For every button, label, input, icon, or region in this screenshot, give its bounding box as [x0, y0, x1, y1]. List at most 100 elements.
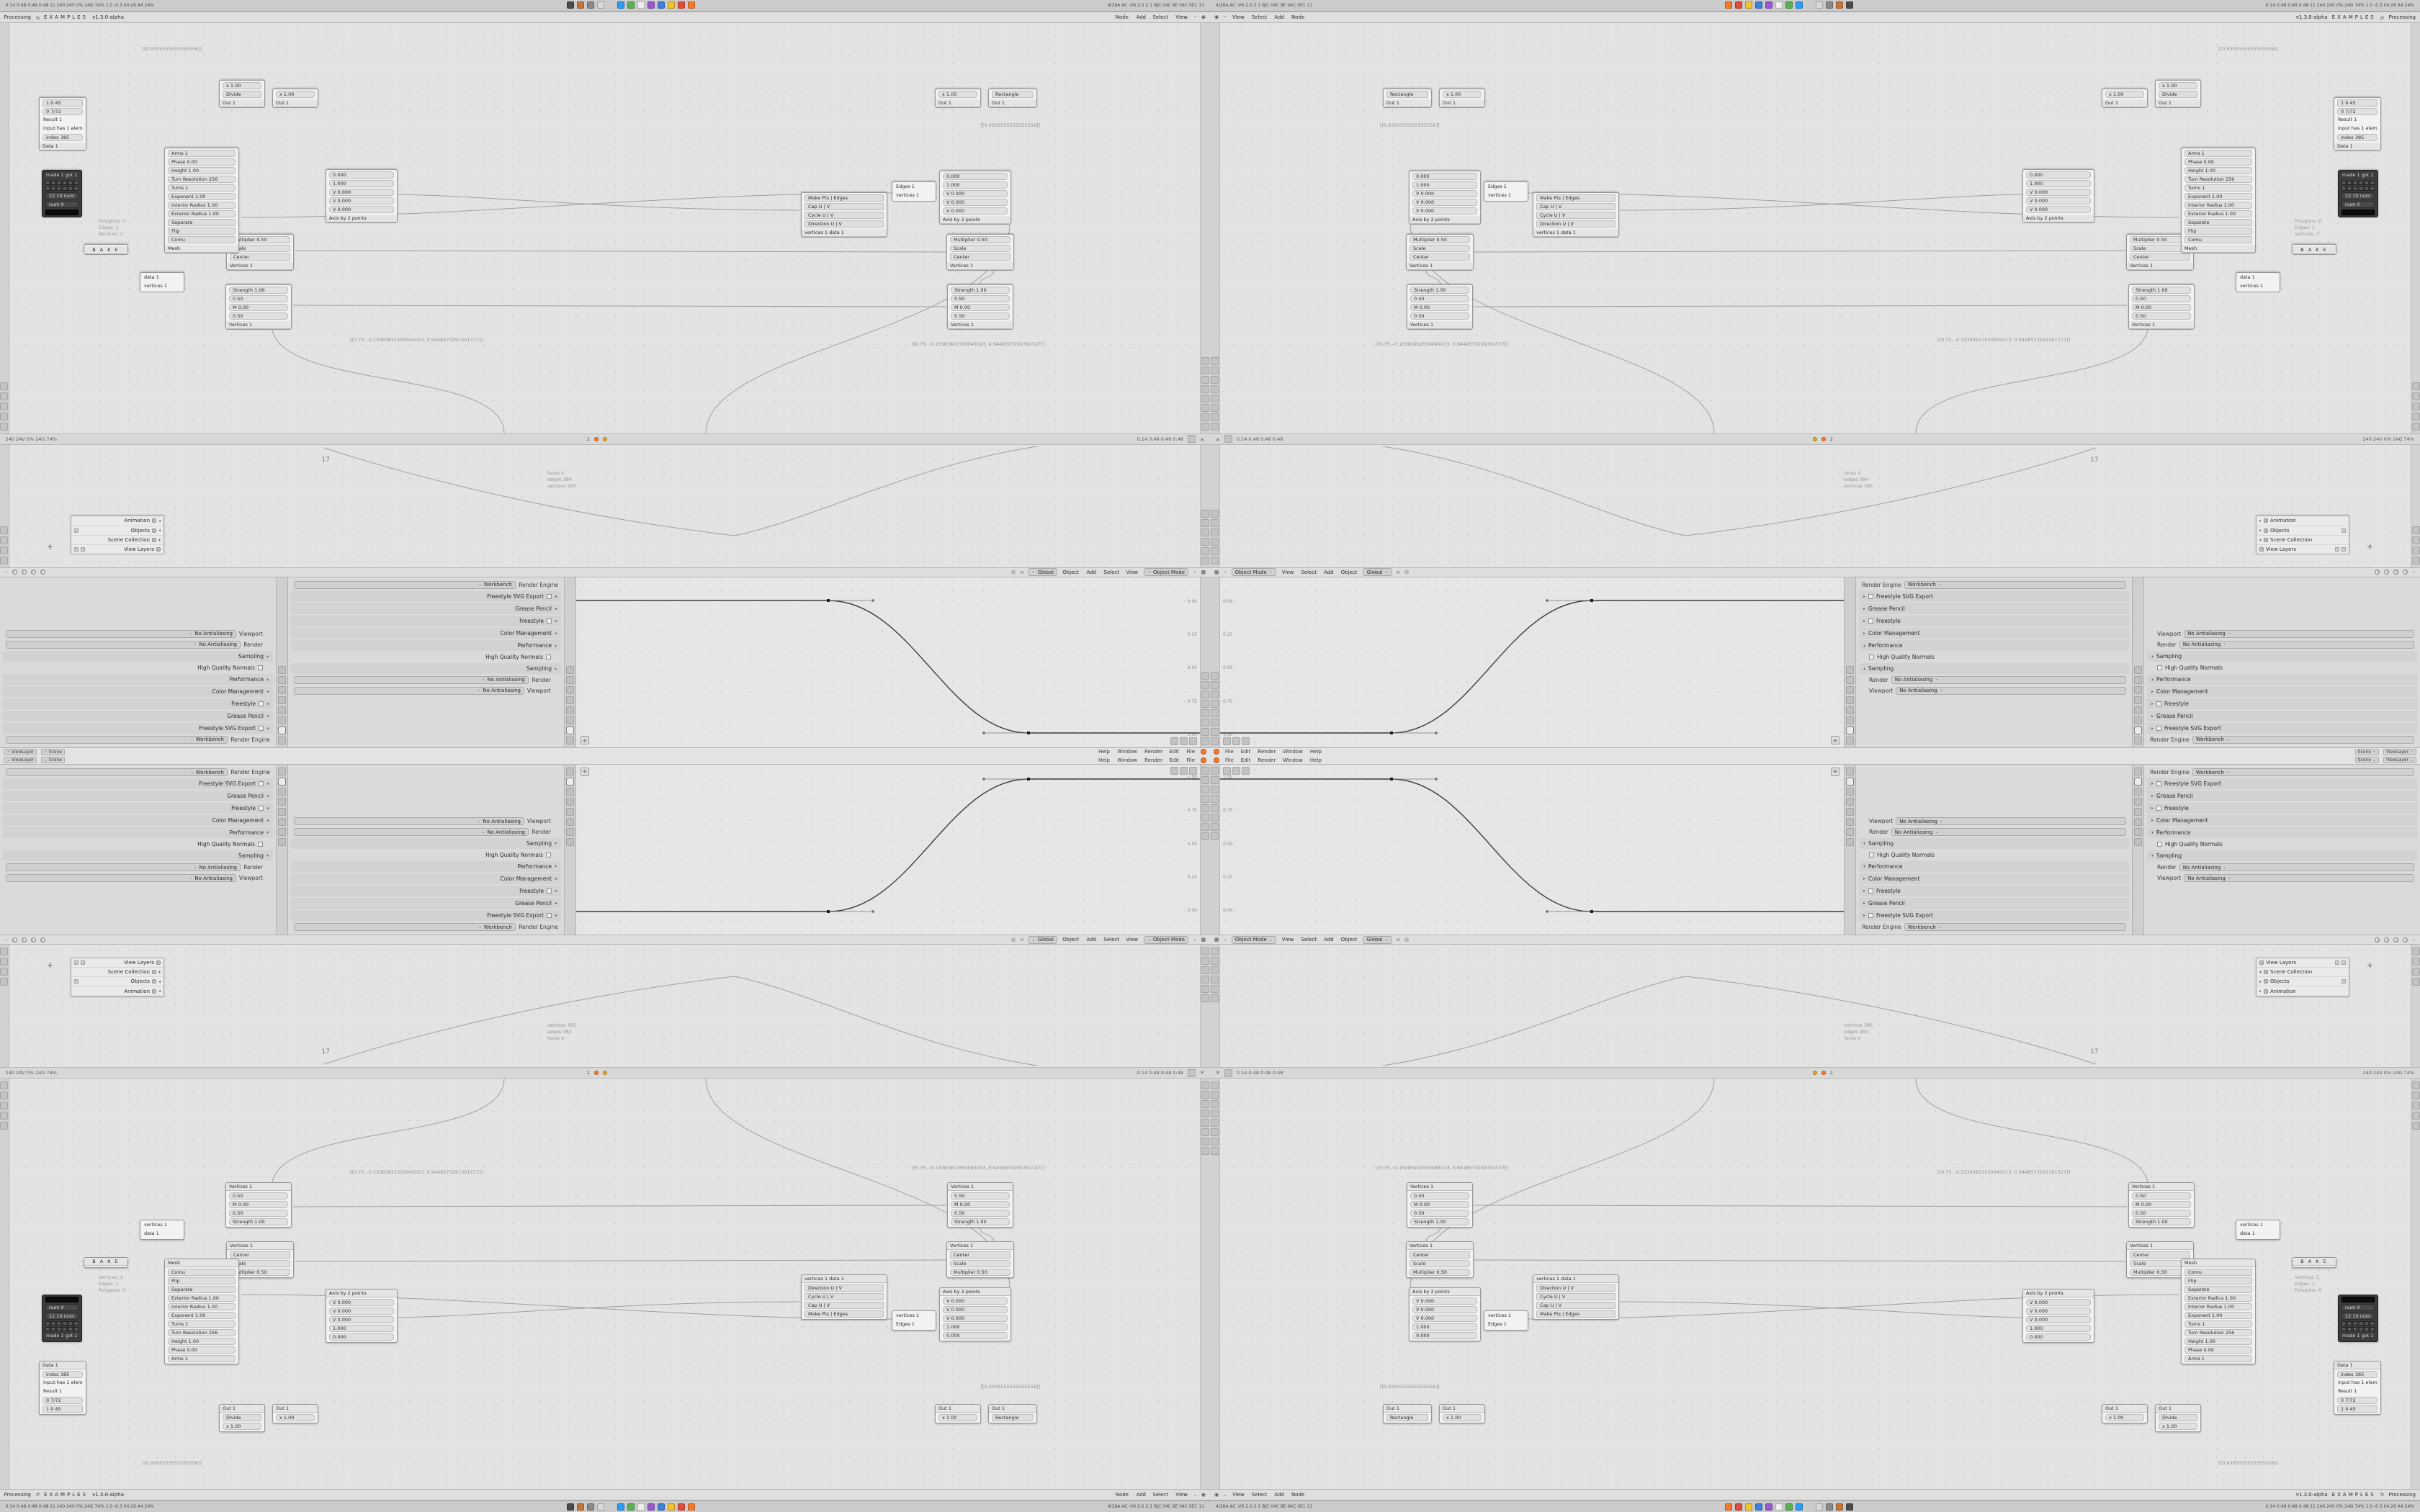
node-editor-icon[interactable]: ◉	[1201, 14, 1206, 20]
proportional-edit-icon[interactable]: ◎	[1010, 937, 1016, 942]
tool-button[interactable]	[1211, 728, 1219, 736]
node-title[interactable]: Out 1	[1384, 1405, 1431, 1413]
node-vertices-data[interactable]: vertices 1 data 1	[2236, 1220, 2280, 1240]
add-view-icon[interactable]: +	[581, 768, 589, 776]
bake-button[interactable]: B A K E	[84, 246, 127, 254]
tool-button[interactable]	[1201, 719, 1209, 726]
menu-object[interactable]: Object	[1340, 570, 1358, 575]
menu-add[interactable]: Add	[1324, 937, 1334, 942]
properties-tab-data-icon[interactable]	[1846, 838, 1854, 846]
node-title[interactable]: Axis by 2 points	[326, 1290, 397, 1297]
node-title[interactable]: Vertices 1	[1407, 262, 1473, 270]
tool-button[interactable]	[1201, 376, 1209, 384]
node-axis-by-2-points[interactable]: Axis by 2 points V 0.000 V 0.000 V 0.000…	[1409, 171, 1481, 225]
tool-button[interactable]	[1211, 1119, 1219, 1127]
add-view-icon[interactable]: +	[1831, 736, 1839, 744]
app-browser-icon[interactable]	[1734, 1503, 1742, 1511]
tray-icon[interactable]	[587, 1, 595, 9]
node-title[interactable]: Axis by 2 points	[1410, 1288, 1480, 1296]
add-view-icon[interactable]: +	[1831, 768, 1839, 776]
node-title[interactable]: Out 1	[220, 1405, 264, 1413]
menu-view[interactable]: View	[1126, 937, 1139, 942]
section-freestyle[interactable]: ▸Freestyle	[3, 698, 273, 709]
menu-view[interactable]: View	[1281, 937, 1294, 942]
node-axis-by-2-points[interactable]: Axis by 2 points V 0.000 V 0.000 V 0.000…	[326, 1289, 398, 1343]
node-field[interactable]: Exterior Radius 1.00	[168, 210, 236, 217]
sampling-viewport-dropdown[interactable]: No Antialiasing⌄	[2184, 874, 2414, 882]
node-title[interactable]: Out 1	[2102, 99, 2147, 107]
node-title[interactable]: vertices 1 data 1	[1533, 1275, 1618, 1283]
sidebar-tab[interactable]	[0, 1081, 9, 1089]
checkbox-icon[interactable]	[2156, 701, 2162, 706]
properties-tab-output-icon[interactable]	[2134, 716, 2142, 724]
sidebar-tab[interactable]	[2411, 413, 2420, 420]
refresh-icon[interactable]: ↻	[35, 1492, 40, 1498]
node-field[interactable]: Turns 1	[168, 184, 236, 192]
blender-logo-icon[interactable]	[1201, 757, 1206, 763]
section-performance[interactable]: ▾Performance	[3, 674, 273, 685]
view-layer-selector[interactable]: ViewLayer⌄	[4, 749, 37, 755]
scene-selector[interactable]: Scene⌄	[41, 757, 66, 763]
tool-button[interactable]	[1201, 1119, 1209, 1127]
node-vertices-center[interactable]: Vertices 1 Center Scale Multiplier 0.50	[946, 1241, 1014, 1278]
node-field[interactable]: Exponent 1.00	[168, 1312, 236, 1319]
node-field[interactable]: 0.50	[951, 1210, 1010, 1217]
node-title[interactable]: Out 1	[936, 99, 980, 107]
node-dropdown[interactable]: Flip	[168, 1277, 236, 1284]
node-segmented-control[interactable]: Make Pts | Edges	[805, 1310, 884, 1318]
node-output[interactable]: Edges 1	[1487, 1321, 1525, 1328]
tool-button[interactable]	[1211, 681, 1219, 689]
tool-button[interactable]	[1211, 795, 1219, 803]
node-field[interactable]: Exponent 1.00	[2184, 1312, 2252, 1319]
menu-render[interactable]: Render	[1144, 757, 1162, 763]
node-vertices-strength[interactable]: Vertices 1 0.50 M 0.00 0.50 Strength 1.0…	[1407, 284, 1473, 330]
node-segmented-control[interactable]: Direction U | V	[805, 1284, 884, 1292]
node-vertices-edges[interactable]: vertices 1 Edges 1	[892, 181, 936, 202]
node-data-1[interactable]: Data 1 index 385 input has 1 element Res…	[2334, 1361, 2381, 1415]
app-settings-icon[interactable]	[1795, 1503, 1803, 1511]
node-field[interactable]: V 0.000	[329, 197, 394, 204]
properties-tab-world-icon[interactable]	[1846, 818, 1854, 826]
tool-button[interactable]	[1211, 376, 1219, 384]
properties-tab-tool-icon[interactable]	[2134, 737, 2142, 744]
node-field[interactable]: Height 1.00	[2184, 1338, 2252, 1345]
app-terminal-icon[interactable]	[1775, 1, 1783, 9]
outliner-row-scene-collection[interactable]: ▾Scene Collection	[71, 535, 163, 544]
app-editor-icon[interactable]	[1754, 1503, 1762, 1511]
node-field[interactable]: V 0.000	[1412, 207, 1477, 215]
node-title[interactable]: Vertices 1	[1407, 1183, 1472, 1191]
node-field[interactable]: Scale	[950, 245, 1010, 252]
tool-button[interactable]	[1211, 1138, 1219, 1146]
section-sampling[interactable]: ▾Sampling	[3, 651, 273, 662]
node-field[interactable]: Strength 1.00	[1410, 287, 1469, 294]
sidebar-tab[interactable]	[0, 423, 9, 431]
sampling-render-dropdown[interactable]: No Antialiasing⌄	[6, 641, 241, 649]
node-output[interactable]: data 1	[2239, 1230, 2277, 1238]
node-field[interactable]: V 0.000	[2026, 189, 2091, 196]
node-title[interactable]: Data 1	[2334, 143, 2380, 150]
tool-button[interactable]	[1201, 538, 1209, 546]
checkbox-icon[interactable]	[1868, 888, 1874, 894]
node-output[interactable]: vertices 1	[2239, 283, 2277, 290]
navigate-gizmo-icon[interactable]: +	[46, 960, 53, 970]
node-field[interactable]: 0 7/72	[42, 108, 83, 115]
node-segmented-control[interactable]: Cap U | V	[805, 1302, 884, 1309]
node-title[interactable]: Vertices 1	[947, 262, 1013, 270]
node-title[interactable]: Out 1	[2156, 99, 2200, 107]
tool-button[interactable]	[1211, 832, 1219, 840]
warning-icon[interactable]	[594, 437, 599, 441]
view-layer-selector[interactable]: ViewLayer⌄	[2383, 749, 2416, 755]
properties-tab-world-icon[interactable]	[566, 686, 574, 694]
node-dropdown[interactable]: Divide	[223, 91, 261, 98]
node-field[interactable]: Height 1.00	[2184, 167, 2252, 174]
status-icon[interactable]	[1224, 435, 1232, 444]
app-editor-icon[interactable]	[658, 1, 666, 9]
node-field[interactable]: 0.50	[1410, 312, 1469, 320]
checkbox-icon[interactable]	[258, 701, 264, 706]
app-files-icon[interactable]	[1744, 1503, 1752, 1511]
node-vertices-center[interactable]: Vertices 1 Center Scale Multiplier 0.50	[1406, 234, 1474, 271]
render-engine-dropdown[interactable]: Workbench⌄	[1904, 581, 2126, 589]
node-title[interactable]: Axis by 2 points	[2023, 215, 2094, 222]
shading-rendered-icon[interactable]	[2402, 937, 2408, 942]
color-swatch[interactable]	[45, 1297, 79, 1302]
